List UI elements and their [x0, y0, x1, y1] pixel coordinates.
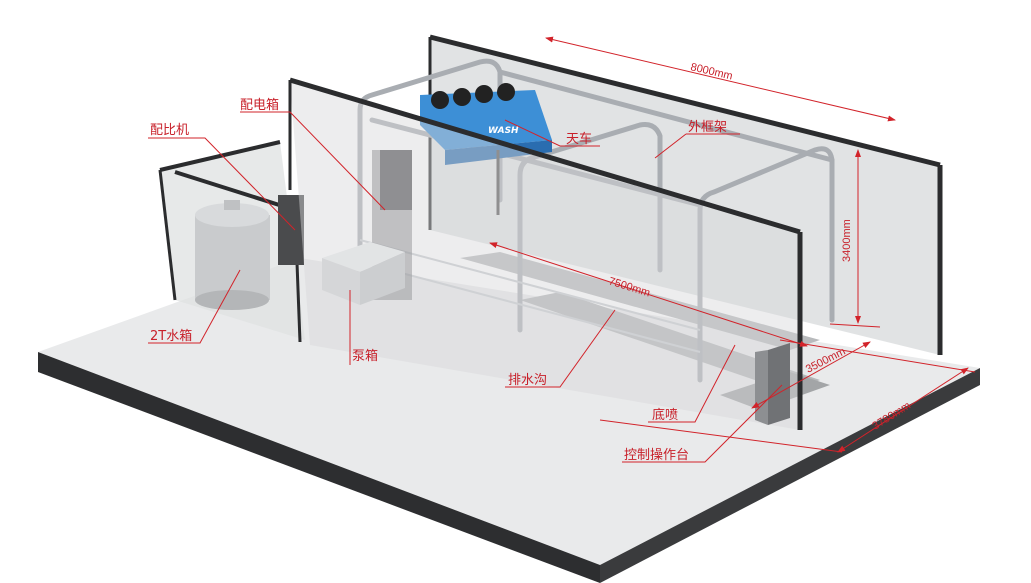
label-gantry: 天车	[566, 131, 592, 147]
label-pump-box: 泵箱	[352, 348, 378, 364]
label-distribution-box: 配电箱	[240, 97, 279, 113]
label-drain: 排水沟	[508, 373, 547, 388]
control-console	[755, 343, 790, 425]
label-outer-frame: 外框架	[688, 120, 727, 135]
dimension-3400: 3400mm	[841, 219, 853, 262]
label-water-tank: 2T水箱	[150, 328, 192, 344]
water-tank	[195, 200, 270, 310]
dimension-lines	[489, 36, 976, 453]
label-bottom-spray: 底喷	[652, 407, 678, 423]
label-control-console: 控制操作台	[624, 447, 689, 463]
leader-lines	[148, 111, 783, 463]
proportioner-unit	[278, 195, 304, 265]
dimension-8000: 8000mm	[689, 61, 733, 82]
label-proportioner: 配比机	[150, 123, 189, 138]
gantry-brand: WASH	[488, 126, 519, 136]
